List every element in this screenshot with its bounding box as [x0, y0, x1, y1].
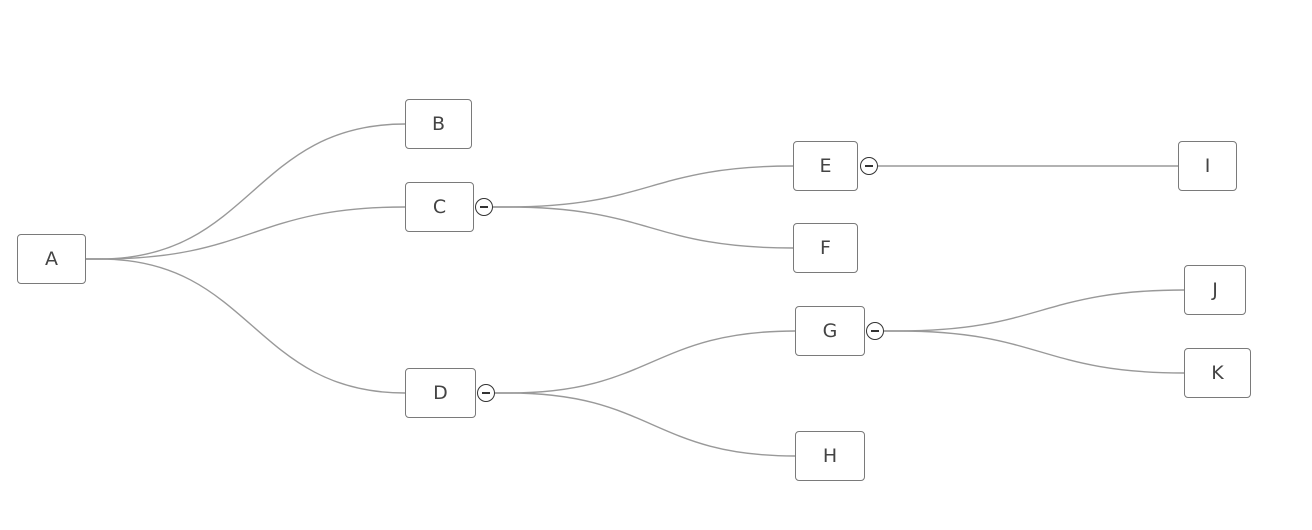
edge-a-c — [86, 206, 406, 260]
edge-g-j — [884, 289, 1185, 332]
node-g[interactable]: G — [795, 306, 865, 356]
node-c-label: C — [432, 196, 447, 218]
edge-a-d — [86, 258, 406, 394]
node-a-label: A — [45, 248, 58, 270]
edge-c-e — [493, 165, 794, 208]
node-k-label: K — [1211, 362, 1224, 384]
node-i-label: I — [1204, 155, 1211, 177]
collapse-toggle-e-icon[interactable] — [860, 157, 878, 175]
collapse-toggle-c-icon[interactable] — [475, 198, 493, 216]
node-f[interactable]: F — [793, 223, 858, 273]
collapse-toggle-g-icon[interactable] — [866, 322, 884, 340]
node-h-label: H — [822, 445, 838, 467]
edge-c-f — [493, 206, 794, 249]
node-i[interactable]: I — [1178, 141, 1237, 191]
edge-g-k — [884, 330, 1185, 374]
node-c[interactable]: C — [405, 182, 474, 232]
edge-d-h — [495, 392, 796, 457]
node-k[interactable]: K — [1184, 348, 1251, 398]
node-g-label: G — [822, 320, 838, 342]
node-h[interactable]: H — [795, 431, 865, 481]
edge-a-b — [86, 123, 406, 260]
collapse-toggle-d-icon[interactable] — [477, 384, 495, 402]
node-b-label: B — [431, 113, 446, 135]
node-j[interactable]: J — [1184, 265, 1246, 315]
node-a[interactable]: A — [17, 234, 86, 284]
node-d[interactable]: D — [405, 368, 476, 418]
node-j-label: J — [1212, 279, 1218, 301]
edge-d-g — [495, 330, 796, 394]
node-f-label: F — [820, 237, 831, 259]
node-d-label: D — [433, 382, 448, 404]
node-b[interactable]: B — [405, 99, 472, 149]
node-e[interactable]: E — [793, 141, 858, 191]
node-e-label: E — [819, 155, 832, 177]
